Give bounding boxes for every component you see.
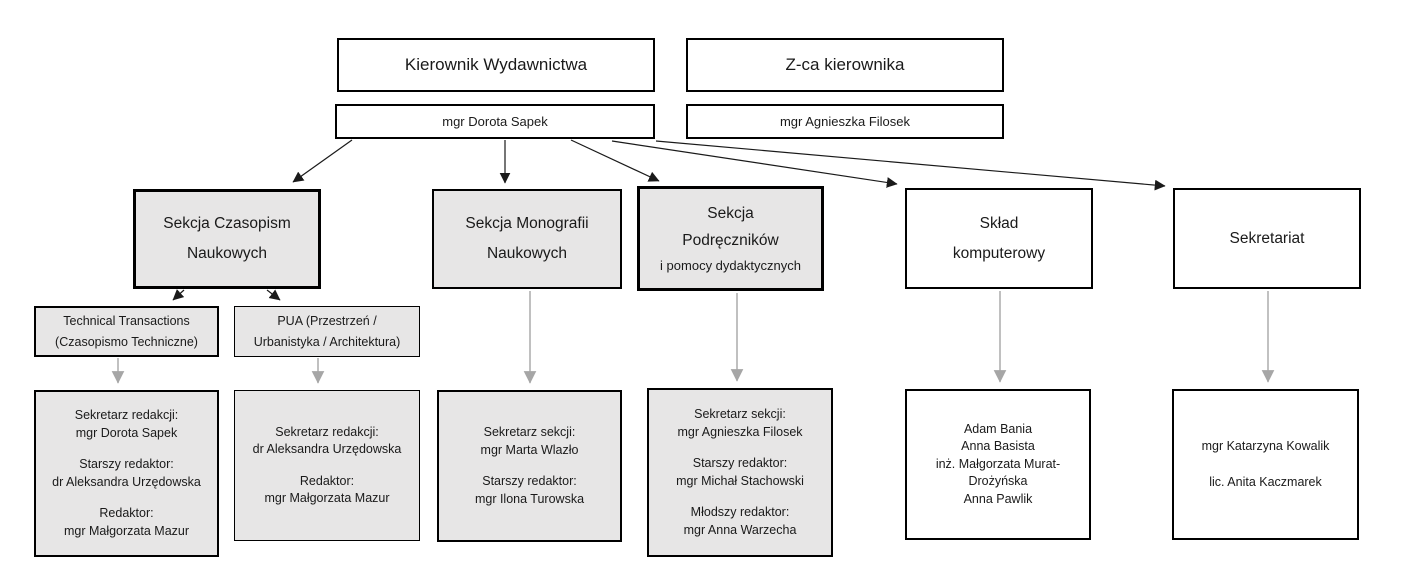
node-label-line2: Naukowych — [186, 245, 268, 262]
staff-name: Anna Pawlik — [963, 491, 1033, 506]
arrow-to-pua — [266, 289, 281, 301]
node-label-line1: Technical Transactions — [63, 313, 190, 328]
node-label: mgr Agnieszka Filosek — [779, 113, 911, 129]
arrow-to-sekretariat — [655, 140, 1166, 191]
staff-role: Sekretarz sekcji: — [694, 407, 786, 421]
node-staff-sklad: Adam Bania Anna Basista inż. Małgorzata … — [905, 389, 1091, 540]
node-staff-podrecznikow: Sekretarz sekcji: mgr Agnieszka Filosek … — [647, 388, 833, 557]
staff-entry: Sekretarz redakcji: dr Aleksandra Urzędo… — [253, 424, 402, 459]
node-zca-kierownika: Z-ca kierownika — [686, 38, 1004, 92]
node-zca-name: mgr Agnieszka Filosek — [686, 104, 1004, 139]
staff-role: Sekretarz sekcji: — [483, 425, 576, 439]
node-staff-sekretariat: mgr Katarzyna Kowalik lic. Anita Kaczmar… — [1172, 389, 1359, 540]
staff-name: mgr Michał Stachowski — [676, 473, 804, 488]
staff-name: dr Aleksandra Urzędowska — [252, 442, 402, 456]
staff-entry: Sekretarz sekcji: mgr Agnieszka Filosek — [677, 406, 802, 441]
node-label-line3: i pomocy dydaktycznych — [660, 257, 801, 273]
node-staff-monografii: Sekretarz sekcji: mgr Marta Wlazło Stars… — [437, 390, 622, 542]
arrow-to-sklad-komputerowy — [611, 140, 898, 188]
node-staff-technical-transactions: Sekretarz redakcji: mgr Dorota Sapek Sta… — [34, 390, 219, 557]
staff-name: mgr Małgorzata Mazur — [63, 523, 190, 538]
arrow-to-sekcja-podrecznikow — [570, 139, 660, 182]
staff-name: Drożyńska — [968, 474, 1028, 489]
node-label-line1: PUA (Przestrzeń / — [277, 313, 377, 328]
node-sekretariat: Sekretariat — [1173, 188, 1361, 289]
node-label-line1: Sekcja Monografii — [465, 215, 589, 232]
staff-entry: Redaktor: mgr Małgorzata Mazur — [264, 473, 389, 508]
staff-name: lic. Anita Kaczmarek — [1209, 474, 1322, 489]
staff-entry: Młodszy redaktor: mgr Anna Warzecha — [684, 504, 797, 539]
staff-name: mgr Anna Warzecha — [683, 522, 797, 537]
node-label-line1: Skład — [979, 214, 1019, 232]
staff-name: dr Aleksandra Urzędowska — [52, 474, 201, 489]
staff-role: Sekretarz redakcji: — [74, 408, 179, 422]
node-label: Sekretariat — [1229, 229, 1305, 247]
staff-name: mgr Marta Wlazło — [480, 442, 579, 457]
staff-entry: Starszy redaktor: dr Aleksandra Urzędows… — [52, 456, 201, 491]
staff-name: mgr Katarzyna Kowalik — [1201, 439, 1330, 453]
staff-entry: Sekretarz sekcji: mgr Marta Wlazło — [481, 424, 579, 459]
staff-entry: Starszy redaktor: mgr Ilona Turowska — [475, 473, 584, 508]
node-label-line1: Sekcja Czasopism — [163, 215, 291, 232]
node-label: Kierownik Wydawnictwa — [404, 55, 588, 74]
arrow-to-technical-transactions — [172, 289, 185, 301]
node-label-line2: (Czasopismo Techniczne) — [55, 334, 198, 349]
node-kierownik-wydawnictwa: Kierownik Wydawnictwa — [337, 38, 655, 92]
staff-name: mgr Małgorzata Mazur — [264, 491, 390, 505]
staff-role: Redaktor: — [99, 506, 154, 520]
node-label-line2: Podręczników — [682, 231, 779, 249]
staff-name: mgr Agnieszka Filosek — [677, 424, 803, 439]
node-sekcja-monografii: Sekcja Monografii Naukowych — [432, 189, 622, 289]
node-label-line2: komputerowy — [952, 244, 1046, 262]
node-label: Z-ca kierownika — [785, 55, 905, 74]
staff-role: Redaktor: — [299, 473, 355, 488]
staff-entry: Starszy redaktor: mgr Michał Stachowski — [676, 455, 804, 490]
staff-entry: Redaktor: mgr Małgorzata Mazur — [64, 505, 189, 540]
staff-name: mgr Ilona Turowska — [474, 491, 585, 506]
node-pua: PUA (Przestrzeń / Urbanistyka / Architek… — [234, 306, 420, 357]
staff-entry: Sekretarz redakcji: mgr Dorota Sapek — [75, 407, 179, 442]
staff-name: mgr Dorota Sapek — [75, 425, 178, 440]
node-technical-transactions: Technical Transactions (Czasopismo Techn… — [34, 306, 219, 357]
staff-role: Młodszy redaktor: — [690, 505, 790, 519]
node-sklad-komputerowy: Skład komputerowy — [905, 188, 1093, 289]
node-sekcja-podrecznikow: Sekcja Podręczników i pomocy dydaktyczny… — [637, 186, 824, 291]
node-label-line1: Sekcja — [707, 204, 754, 222]
node-label: mgr Dorota Sapek — [442, 113, 548, 129]
staff-role: Starszy redaktor: — [482, 474, 577, 488]
staff-name: inż. Małgorzata Murat- — [935, 456, 1061, 471]
staff-name: Anna Basista — [961, 439, 1035, 454]
node-sekcja-czasopism: Sekcja Czasopism Naukowych — [133, 189, 321, 289]
staff-role: Starszy redaktor: — [692, 456, 788, 470]
node-label-line2: Urbanistyka / Architektura) — [253, 334, 401, 349]
arrow-to-sekcja-czasopism — [292, 139, 353, 183]
node-kierownik-name: mgr Dorota Sapek — [335, 104, 655, 139]
staff-role: Starszy redaktor: — [79, 457, 174, 471]
node-label-line2: Naukowych — [486, 245, 568, 262]
node-staff-pua: Sekretarz redakcji: dr Aleksandra Urzędo… — [234, 390, 420, 541]
staff-role: Sekretarz redakcji: — [275, 424, 379, 439]
staff-name: Adam Bania — [963, 421, 1033, 436]
